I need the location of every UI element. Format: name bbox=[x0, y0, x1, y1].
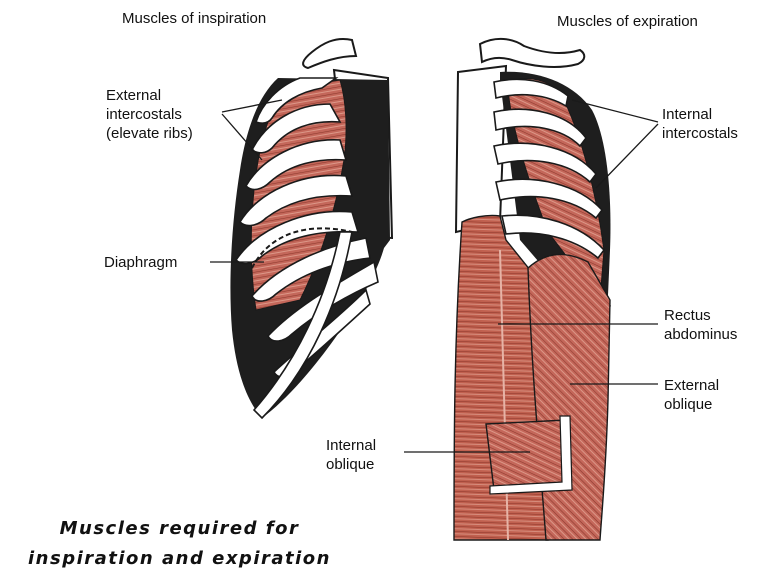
right-clavicle bbox=[480, 39, 584, 67]
left-clavicle bbox=[303, 39, 356, 68]
figure-caption: Muscles required for inspiration and exp… bbox=[28, 514, 331, 574]
label-internal-oblique: Internal oblique bbox=[326, 436, 376, 474]
expiration-panel-title: Muscles of expiration bbox=[557, 12, 698, 31]
inspiration-panel-title: Muscles of inspiration bbox=[122, 9, 266, 28]
right-internal-oblique-window bbox=[486, 420, 566, 490]
label-external-oblique: External oblique bbox=[664, 376, 719, 414]
left-rib-cage bbox=[230, 39, 392, 418]
label-internal-intercostals: Internal intercostals bbox=[662, 105, 738, 143]
right-torso bbox=[454, 39, 610, 540]
label-diaphragm: Diaphragm bbox=[104, 253, 177, 272]
label-external-intercostals: External intercostals (elevate ribs) bbox=[106, 86, 193, 143]
label-rectus-abdominus: Rectus abdominus bbox=[664, 306, 737, 344]
